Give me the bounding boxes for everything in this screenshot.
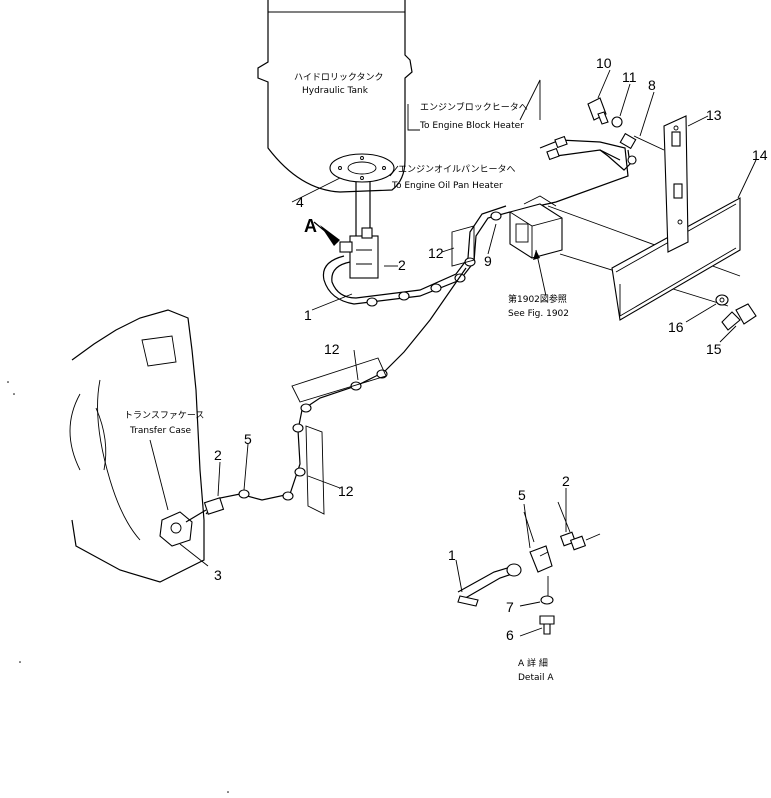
transfer-case-label-en: Transfer Case (129, 426, 192, 436)
part-number-1-upper: 1 (304, 307, 312, 323)
part-number-10: 10 (596, 55, 612, 71)
part-number-8: 8 (648, 77, 656, 93)
engine-oil-pan-heater-label-en: To Engine Oil Pan Heater (391, 181, 503, 191)
part-number-7: 7 (506, 599, 514, 615)
hydraulic-tank-label-en: Hydraulic Tank (302, 86, 369, 96)
part-number-12-upper: 12 (428, 245, 444, 261)
sensor-3-flange (159, 511, 193, 547)
scan-specks (7, 381, 229, 793)
part-number-5-lower: 5 (244, 431, 252, 447)
detail-a-label-en: Detail A (518, 673, 554, 683)
part-number-13: 13 (706, 107, 722, 123)
part-number-4: 4 (296, 194, 304, 210)
part-number-1-detail: 1 (448, 547, 456, 563)
sensor-8 (599, 132, 637, 171)
controller-box (509, 195, 563, 259)
transfer-case-label-jp: トランスファケース (124, 410, 204, 421)
clamp-bracket-12-mid (291, 357, 387, 403)
part-number-2-upper: 2 (398, 257, 406, 273)
part-number-12-lower: 12 (338, 483, 354, 499)
see-fig-label-jp: 第1902図参照 (508, 293, 567, 305)
see-fig-label-en: See Fig. 1902 (508, 309, 569, 319)
part-number-15: 15 (706, 341, 722, 357)
valve-assembly (339, 227, 379, 279)
tank-flange (329, 153, 395, 183)
part-number-3: 3 (214, 567, 222, 583)
part-number-9: 9 (484, 253, 492, 269)
part-number-2-detail: 2 (562, 473, 570, 489)
clamp-bracket-12-upper (451, 225, 475, 267)
part-number-12-mid: 12 (324, 341, 340, 357)
clamp-bracket-12-lower (305, 425, 325, 515)
part-number-16: 16 (668, 319, 684, 335)
washer-11 (611, 116, 623, 128)
part-number-14: 14 (752, 147, 768, 163)
washer-16 (715, 294, 729, 306)
leader-lines (179, 69, 757, 637)
engine-block-heater-label-jp: エンジンブロックヒータへ (420, 101, 528, 113)
part-number-2-lower: 2 (214, 447, 222, 463)
engine-block-heater-label-en: To Engine Block Heater (419, 121, 524, 131)
detail-a (457, 501, 601, 635)
hydraulic-tank (257, 0, 413, 193)
transfer-case (69, 309, 205, 583)
bolt-15 (721, 303, 757, 331)
connector-2-lower (185, 497, 225, 523)
hydraulic-tank-label-jp: ハイドロリックタンク (294, 72, 383, 83)
bracket-13 (663, 115, 689, 253)
part-number-5-detail: 5 (518, 487, 526, 503)
hose-clamps-lower (238, 369, 388, 501)
part-number-6: 6 (506, 627, 514, 643)
bolt-10 (587, 97, 609, 125)
engine-oil-pan-heater-label-jp: エンジンオイルパンヒータへ (398, 164, 515, 175)
view-arrow-label: A (304, 216, 317, 236)
part-number-11: 11 (622, 69, 637, 85)
detail-a-label-jp: A 詳 細 (518, 657, 548, 669)
